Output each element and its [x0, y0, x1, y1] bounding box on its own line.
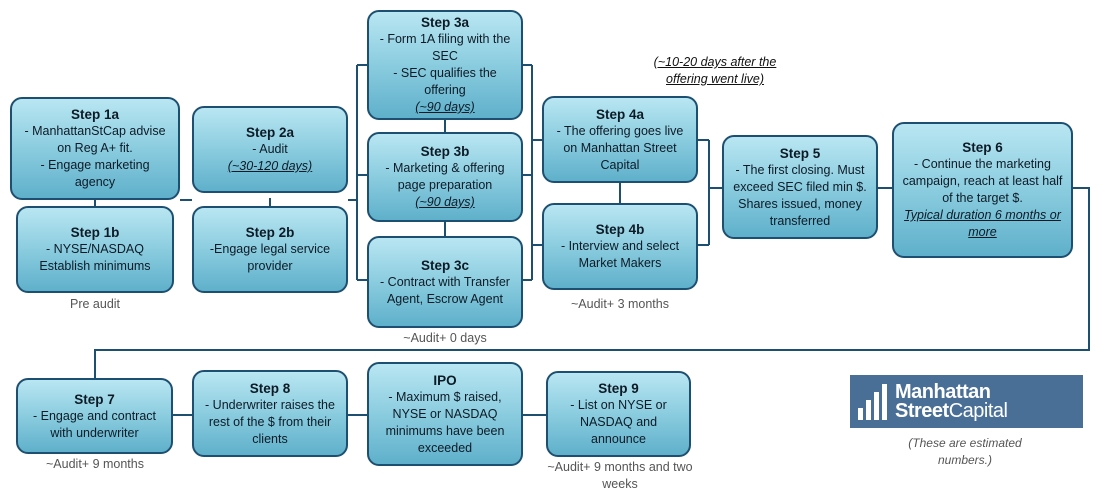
manhattan-street-capital-logo: Manhattan StreetCapital — [850, 375, 1083, 428]
logo-line-1: Manhattan — [895, 380, 991, 403]
step-2b-box: Step 2b -Engage legal service provider — [192, 206, 348, 293]
step-3a-box: Step 3a - Form 1A filing with the SEC - … — [367, 10, 523, 120]
step-6-title: Step 6 — [962, 140, 1003, 155]
step-2b-title: Step 2b — [245, 225, 295, 240]
ipo-box: IPO - Maximum $ raised, NYSE or NASDAQ m… — [367, 362, 523, 466]
step-3b-line-1: - Marketing & offering page preparation — [385, 161, 505, 192]
step-3c-title: Step 3c — [420, 257, 470, 273]
step-8-title: Step 8 — [249, 380, 291, 396]
step-3a-line-1: - Form 1A filing with the SEC — [379, 32, 511, 63]
ipo-line-1: - Maximum $ raised, NYSE or NASDAQ minim… — [385, 389, 505, 455]
note-estimated-numbers: (These are estimated numbers.) — [908, 436, 1022, 467]
logo-wordmark: Manhattan StreetCapital — [895, 380, 1008, 422]
step-3b-box: Step 3b - Marketing & offering page prep… — [367, 132, 523, 222]
step-3b-title: Step 3b — [420, 144, 470, 159]
step-1a-line-2: - Engage marketing agency — [40, 158, 150, 189]
logo-capital: Capital — [948, 399, 1008, 422]
step-6-duration: Typical duration 6 months or more — [904, 208, 1061, 239]
note-after-live: (~10-20 days after the offering went liv… — [653, 55, 777, 86]
note-audit-9-months: ~Audit+ 9 months — [46, 457, 144, 471]
ipo-title: IPO — [433, 372, 457, 388]
step-2a-line-1: - Audit — [252, 142, 288, 156]
step-8-box: Step 8 - Underwriter raises the rest of … — [192, 370, 348, 457]
step-3b-duration: (~90 days) — [415, 195, 475, 209]
step-3a-duration: (~90 days) — [415, 100, 475, 114]
step-1a-line-1: - ManhattanStCap advise on Reg A+ fit. — [24, 124, 166, 155]
step-2b-line-1: -Engage legal service provider — [209, 242, 331, 273]
step-3a-title: Step 3a — [420, 15, 470, 30]
logo-bars-icon — [858, 383, 887, 420]
step-4a-line-1: - The offering goes live on Manhattan St… — [556, 123, 684, 172]
step-7-title: Step 7 — [74, 391, 115, 407]
step-5-box: Step 5 - The first closing. Must exceed … — [722, 135, 878, 239]
step-9-title: Step 9 — [598, 381, 639, 396]
step-4b-title: Step 4b — [595, 222, 645, 237]
step-4a-box: Step 4a - The offering goes live on Manh… — [542, 96, 698, 183]
note-audit-3-months: ~Audit+ 3 months — [571, 297, 669, 311]
step-5-title: Step 5 — [779, 145, 821, 161]
note-pre-audit: Pre audit — [69, 297, 121, 311]
note-audit-9-months-two-weeks: ~Audit+ 9 months and two weeks — [547, 460, 693, 491]
step-1b-box: Step 1b - NYSE/NASDAQ Establish minimums — [16, 206, 174, 293]
step-9-box: Step 9 - List on NYSE or NASDAQ and anno… — [546, 371, 691, 457]
logo-line-2: StreetCapital — [895, 399, 1008, 422]
step-2a-box: Step 2a - Audit (~30-120 days) — [192, 106, 348, 193]
step-1a-title: Step 1a — [70, 107, 120, 122]
step-3c-box: Step 3c - Contract with Transfer Agent, … — [367, 236, 523, 328]
step-6-box: Step 6 - Continue the marketing campaign… — [892, 122, 1073, 258]
step-4b-box: Step 4b - Interview and select Market Ma… — [542, 203, 698, 290]
logo-street: Street — [895, 399, 949, 422]
step-4a-title: Step 4a — [595, 106, 645, 122]
step-4b-line-1: - Interview and select Market Makers — [560, 239, 680, 270]
step-2a-duration: (~30-120 days) — [227, 159, 313, 173]
step-5-line-1: - The first closing. Must exceed SEC fil… — [733, 162, 867, 228]
step-3c-line-1: - Contract with Transfer Agent, Escrow A… — [380, 274, 510, 306]
step-6-line-1: - Continue the marketing campaign, reach… — [902, 157, 1063, 205]
step-1b-line-1: - NYSE/NASDAQ Establish minimums — [39, 242, 151, 273]
step-7-box: Step 7 - Engage and contract with underw… — [16, 378, 173, 454]
step-9-line-1: - List on NYSE or NASDAQ and announce — [570, 398, 667, 446]
step-1b-title: Step 1b — [70, 225, 120, 240]
step-1a-box: Step 1a - ManhattanStCap advise on Reg A… — [10, 97, 180, 200]
step-2a-title: Step 2a — [245, 125, 295, 140]
step-8-line-1: - Underwriter raises the rest of the $ f… — [205, 397, 335, 446]
step-7-line-1: - Engage and contract with underwriter — [33, 408, 156, 440]
note-audit-0-days: ~Audit+ 0 days — [403, 331, 487, 345]
step-3a-line-2: - SEC qualifies the offering — [393, 66, 497, 97]
